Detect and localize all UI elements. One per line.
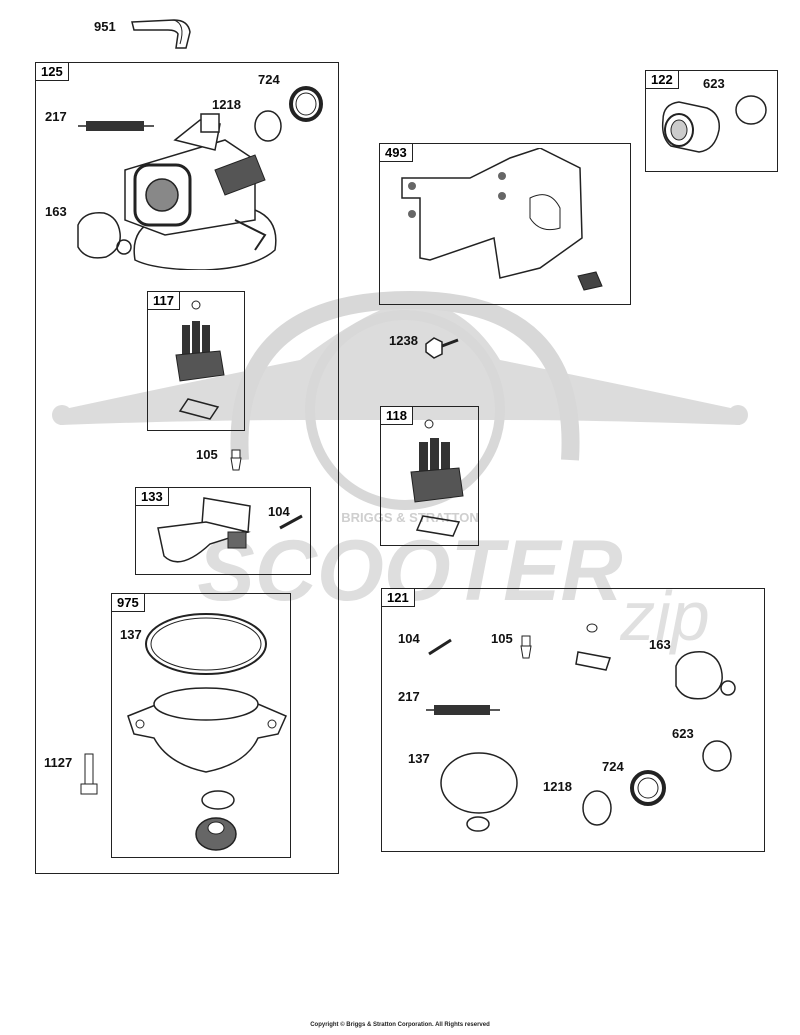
group-975-tag: 975: [111, 593, 145, 612]
part-1127-label: 1127: [44, 755, 73, 770]
gasket-drawing: [675, 651, 736, 700]
carburetor-drawing: [124, 113, 277, 270]
part-137-label: 137: [408, 751, 430, 766]
watermark-script: zip: [619, 577, 709, 655]
bolt-drawing: [425, 337, 459, 359]
part-104-label: 104: [268, 504, 290, 519]
o-ring-drawing: [702, 740, 732, 772]
o-ring-drawing: [582, 790, 612, 826]
group-493-tag: 493: [379, 143, 413, 162]
seal-kit-small-parts-drawing: [575, 623, 611, 671]
lever-part-drawing: [131, 19, 191, 49]
part-163-label: 163: [45, 204, 67, 219]
part-1218-label: 1218: [212, 97, 241, 112]
group-121-tag: 121: [381, 588, 415, 607]
part-623-label: 623: [672, 726, 694, 741]
group-975-box: 975: [111, 593, 291, 858]
part-623-label: 623: [703, 76, 725, 91]
bowl-gasket-drawing: [440, 752, 518, 832]
ring-part-drawing: [289, 86, 323, 122]
fuel-solenoid-drawing: [175, 300, 225, 420]
part-105-label: 105: [491, 631, 513, 646]
o-ring-drawing: [254, 110, 282, 142]
part-163-label: 163: [649, 637, 671, 652]
group-117-box: 117: [147, 291, 245, 431]
part-217-label: 217: [45, 109, 67, 124]
part-137-label: 137: [120, 627, 142, 642]
group-125-box: 125: [35, 62, 339, 874]
pin-drawing: [428, 638, 452, 656]
copyright-notice: Copyright © Briggs & Stratton Corporatio…: [310, 1022, 490, 1028]
watermark-seal: [305, 310, 505, 510]
gasket-drawing: [77, 212, 132, 259]
ring-part-drawing: [630, 770, 666, 806]
group-133-tag: 133: [135, 487, 169, 506]
part-104-label: 104: [398, 631, 420, 646]
group-117-tag: 117: [147, 291, 180, 310]
watermark-seal-text: BRIGGS & STRATTON: [341, 510, 478, 525]
group-133-box: 133: [135, 487, 311, 575]
group-118-tag: 118: [380, 406, 413, 425]
bracket-drawing: [401, 148, 603, 291]
part-951-label: 951: [94, 19, 116, 34]
part-1238-label: 1238: [389, 333, 418, 348]
group-118-box: 118: [380, 406, 479, 546]
group-122-box: 122: [645, 70, 778, 172]
drain-screw-drawing: [80, 753, 98, 795]
spring-drawing: [426, 705, 500, 715]
jet-screw-drawing: [520, 635, 532, 659]
pin-drawing: [279, 514, 303, 530]
part-217-label: 217: [398, 689, 420, 704]
part-724-label: 724: [258, 72, 280, 87]
fuel-solenoid-drawing: [410, 419, 464, 537]
spring-drawing: [78, 121, 154, 131]
group-121-box: 121: [381, 588, 765, 852]
part-724-label: 724: [602, 759, 624, 774]
float-bowl-drawing: [127, 613, 287, 851]
jet-screw-drawing: [230, 449, 242, 471]
float-drawing: [157, 497, 251, 563]
group-493-box: 493: [379, 143, 631, 305]
group-122-tag: 122: [645, 70, 679, 89]
part-105-label: 105: [196, 447, 218, 462]
group-125-tag: 125: [35, 62, 69, 81]
part-1218-label: 1218: [543, 779, 572, 794]
adapter-drawing: [661, 95, 767, 153]
